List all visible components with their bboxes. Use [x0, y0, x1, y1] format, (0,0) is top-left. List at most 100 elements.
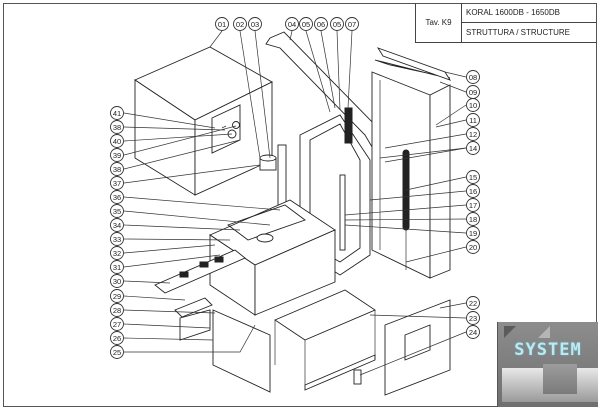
- callout-number: 12: [469, 130, 477, 139]
- callout-01: 01: [215, 17, 229, 31]
- callout-18: 18: [466, 212, 480, 226]
- leader-lines: [123, 30, 467, 376]
- callout-24: 24: [466, 325, 480, 339]
- callout-08: 08: [466, 70, 480, 84]
- callout-37: 37: [110, 176, 124, 190]
- callout-number: 33: [113, 235, 121, 244]
- callout-39: 39: [110, 148, 124, 162]
- callout-circle: [110, 120, 124, 134]
- callout-32: 32: [110, 246, 124, 260]
- logo-triangle: [538, 326, 550, 338]
- callout-20: 20: [466, 240, 480, 254]
- logo-text: SYSTEM: [514, 340, 582, 360]
- callout-26: 26: [110, 331, 124, 345]
- callout-number: 16: [469, 187, 477, 196]
- callout-number: 25: [113, 348, 121, 357]
- cylinder-part: [259, 154, 277, 171]
- callout-circle: [110, 331, 124, 345]
- callout-number: 23: [469, 314, 477, 323]
- callout-circle: [110, 260, 124, 274]
- base-frame-part: [274, 289, 376, 391]
- callout-circle: [110, 106, 124, 120]
- callout-circle: [110, 218, 124, 232]
- table-reference: Tav. K9: [416, 3, 462, 42]
- callout-circle: [110, 162, 124, 176]
- callout-34: 34: [110, 218, 124, 232]
- logo-triangle: [504, 326, 516, 338]
- callout-circle: [110, 204, 124, 218]
- callout-number: 34: [113, 221, 121, 230]
- callout-circle: [466, 212, 480, 226]
- callout-10: 10: [466, 98, 480, 112]
- callout-circle: [110, 190, 124, 204]
- callout-23: 23: [466, 311, 480, 325]
- logo-notch: [543, 364, 577, 394]
- callout-02: 02: [233, 17, 247, 31]
- callout-circle: [233, 17, 247, 31]
- callout-circle: [110, 148, 124, 162]
- callout-circle: [110, 345, 124, 359]
- section-name: STRUTTURA / STRUCTURE: [466, 28, 570, 37]
- callout-31: 31: [110, 260, 124, 274]
- callout-circle: [466, 240, 480, 254]
- callout-38: 38: [110, 120, 124, 134]
- top-lid-part: [376, 47, 452, 81]
- callout-number: 28: [113, 306, 121, 315]
- callout-number: 32: [113, 249, 121, 258]
- callout-25: 25: [110, 345, 124, 359]
- callout-number: 36: [113, 193, 121, 202]
- callout-number: 10: [469, 101, 477, 110]
- callout-27: 27: [110, 317, 124, 331]
- callout-number: 02: [236, 20, 244, 29]
- callout-number: 01: [218, 20, 226, 29]
- callout-circle: [466, 170, 480, 184]
- callout-circle: [466, 127, 480, 141]
- callout-35: 35: [110, 204, 124, 218]
- callout-number: 31: [113, 263, 121, 272]
- callout-07: 07: [345, 17, 359, 31]
- callout-circle: [110, 134, 124, 148]
- callout-circle: [248, 17, 262, 31]
- callout-circle: [466, 184, 480, 198]
- callout-number: 29: [113, 292, 121, 301]
- drawing-frame: [3, 3, 597, 407]
- callout-number: 14: [469, 144, 477, 153]
- callout-circle: [330, 17, 344, 31]
- callout-36: 36: [110, 190, 124, 204]
- callout-06: 06: [314, 17, 328, 31]
- callout-circle: [215, 17, 229, 31]
- callout-number: 41: [113, 109, 121, 118]
- callout-28: 28: [110, 303, 124, 317]
- callout-33: 33: [110, 232, 124, 246]
- callout-number: 30: [113, 277, 121, 286]
- callout-circle: [110, 176, 124, 190]
- callout-03: 03: [248, 17, 262, 31]
- front-panel-part: [179, 309, 271, 393]
- callout-circle: [110, 274, 124, 288]
- callout-circle: [110, 246, 124, 260]
- callout-41: 41: [110, 106, 124, 120]
- callout-number: 15: [469, 173, 477, 182]
- callout-circle: [466, 98, 480, 112]
- callout-circle: [285, 17, 299, 31]
- callout-number: 38: [113, 165, 121, 174]
- callout-number: 04: [288, 20, 296, 29]
- callout-number: 27: [113, 320, 121, 329]
- callout-15: 15: [466, 170, 480, 184]
- callout-circle: [299, 17, 313, 31]
- callout-17: 17: [466, 198, 480, 212]
- callout-09: 09: [466, 85, 480, 99]
- callout-number: 38: [113, 123, 121, 132]
- callout-number: 24: [469, 328, 477, 337]
- callout-circle: [466, 325, 480, 339]
- callout-number: 09: [469, 88, 477, 97]
- callout-11: 11: [466, 113, 480, 127]
- system-logo: SYSTEM: [497, 322, 598, 407]
- callout-22: 22: [466, 296, 480, 310]
- callout-circle: [110, 303, 124, 317]
- callout-38: 38: [110, 162, 124, 176]
- callout-40: 40: [110, 134, 124, 148]
- callout-19: 19: [466, 226, 480, 240]
- model-name: KORAL 1600DB - 1650DB: [462, 3, 597, 23]
- back-panel-part: [384, 299, 451, 396]
